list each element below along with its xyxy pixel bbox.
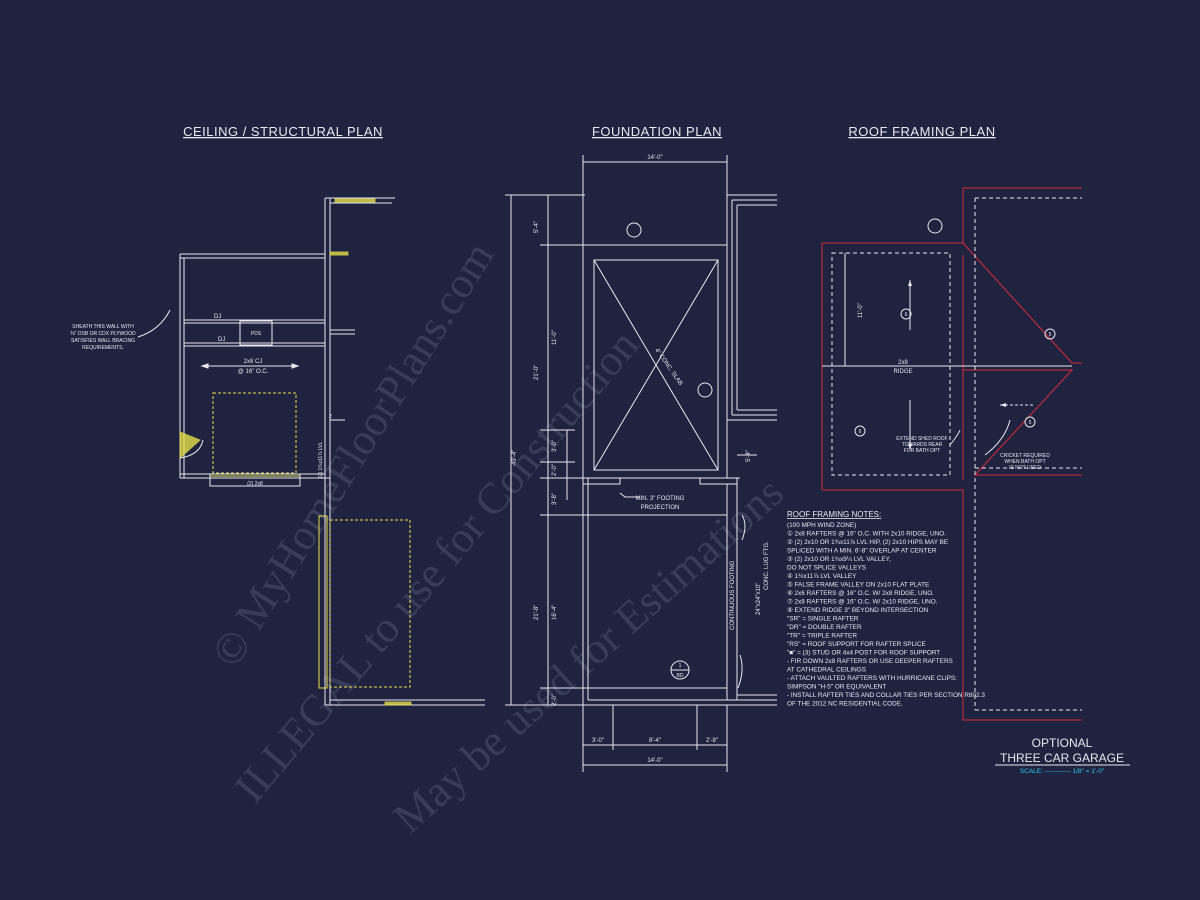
ridge-label-2: RIDGE — [893, 369, 912, 375]
roof-marker-5b: 5 — [1029, 420, 1032, 426]
dim-top: 14'-0" — [647, 155, 662, 161]
footing-note-2: PROJECTION — [641, 505, 680, 511]
roof-marker-6a: 6 — [905, 312, 908, 318]
roof-note-line: OF THE 2012 NC RESIDENTIAL CODE. — [787, 701, 903, 708]
roof-note-line: ① 2x8 RAFTERS @ 16" O.C. WITH 2x10 RIDGE… — [787, 531, 946, 538]
extend-note-1: EXTEND SHED ROOF — [896, 436, 947, 442]
joist-label-2: @ 16" O.C. — [238, 369, 269, 375]
conc-footing-label-1: 24"x24"x10" — [756, 583, 762, 615]
header-label: (2) 2x8 — [247, 481, 263, 487]
dim-left-3: 11'-0" — [552, 330, 558, 345]
dim-left-8: 16'-4" — [552, 605, 558, 620]
roof-note-line: AT CATHEDRAL CEILINGS — [787, 667, 866, 674]
footing-note-1: MIN. 3" FOOTING — [636, 496, 685, 502]
dim-left-5: 2'-0" — [552, 464, 558, 476]
roof-note-line: SPLICED WITH A MIN. 6'-8" OVERLAP AT CEN… — [787, 548, 937, 555]
roof-note-line: ⑤ FALSE FRAME VALLEY ON 2x10 FLAT PLATE — [787, 582, 929, 589]
dim-bottom-2: 8'-4" — [649, 738, 661, 744]
scale-label: SCALE: ------------ 1/8" = 1'-0" — [1020, 768, 1105, 775]
foundation-plan-title: FOUNDATION PLAN — [592, 124, 722, 139]
cricket-note-1: CRICKET REQUIRED — [1000, 453, 1050, 459]
roof-note-line: "■" = (3) STUD OR 4x4 POST FOR ROOF SUPP… — [787, 650, 940, 657]
dim-left-9: 2'-0" — [552, 694, 558, 706]
foundation-plan — [505, 155, 777, 772]
roof-note-line: ⑧ EXTEND RIDGE 3" BEYOND INTERSECTION — [787, 607, 929, 614]
cricket-note-3: IS NOT USED — [1009, 465, 1041, 471]
extend-note-2: TOWARDS REAR — [902, 442, 943, 448]
roof-note-line: - INSTALL RAFTER TIES AND COLLAR TIES PE… — [787, 692, 985, 699]
dim-left-4: 3'-0" — [552, 440, 558, 452]
continuous-footing-label: CONTINUOUS FOOTING — [730, 560, 736, 630]
roof-note-line: - FIR DOWN 2x8 RAFTERS OR USE DEEPER RAF… — [787, 658, 953, 665]
ceiling-plan-title: CEILING / STRUCTURAL PLAN — [183, 124, 383, 139]
roof-plan — [821, 187, 1082, 721]
dim-left-total: 49'-4" — [512, 450, 518, 465]
roof-note-line: "RS" = ROOF SUPPORT FOR RAFTER SPLICE — [787, 641, 926, 648]
title-block-line2: THREE CAR GARAGE — [1000, 751, 1124, 765]
pds-label: PDS — [251, 331, 262, 337]
title-block: OPTIONAL THREE CAR GARAGE SCALE: -------… — [995, 736, 1130, 775]
watermark: © MyHomeFloorPlans.com ILLEGAL to use fo… — [202, 233, 793, 842]
dim-left-2: 21'-0" — [534, 365, 540, 380]
roof-framing-notes: ROOF FRAMING NOTES: (100 MPH WIND ZONE) … — [787, 510, 985, 708]
dim-right: 5'-4" — [746, 450, 752, 462]
roof-dim-11: 11'-0" — [858, 303, 864, 318]
roof-note-line: "DR" = DOUBLE RAFTER — [787, 624, 862, 631]
ridge-label-1: 2x8 — [898, 360, 908, 366]
dj-label-bottom: DJ — [218, 337, 225, 343]
roof-note-line: "TR" = TRIPLE RAFTER — [787, 633, 857, 640]
roof-plan-labels: 2x8 RIDGE 11'-0" 6 6 5 5 EXTEND SHED ROO… — [858, 303, 1052, 471]
roof-note-line: (100 MPH WIND ZONE) — [787, 522, 856, 529]
cricket-note-2: WHEN BATH OPT — [1004, 459, 1045, 465]
marker-bd-label: BD — [677, 673, 684, 679]
dim-bottom-1: 3'-0" — [592, 738, 604, 744]
dim-left-6: 3'-8" — [552, 493, 558, 505]
dim-bottom-3: 2'-8" — [706, 738, 718, 744]
roof-note-line: DO NOT SPLICE VALLEYS — [787, 565, 866, 572]
roof-note-line: SIMPSON "H-5" OR EQUIVALENT — [787, 684, 886, 691]
sheath-note-1: SHEATH THIS WALL WITH — [72, 324, 134, 330]
marker-2: 2 — [329, 414, 332, 420]
roof-note-line: ⑦ 2x8 RAFTERS @ 16" O.C. W/ 2x10 RIDGE, … — [787, 599, 938, 606]
joist-label-1: 2x8 CJ — [244, 359, 263, 365]
roof-note-line: ② (2) 2x10 OR 1¾x11⅞ LVL HIP, (2) 2x10 H… — [787, 539, 948, 546]
extend-note-3: FOR BATH OPT — [904, 448, 941, 454]
roof-note-line: ③ (2) 2x10 OR 1¾x9¼ LVL VALLEY, — [787, 556, 891, 563]
roof-framing-plan-title: ROOF FRAMING PLAN — [848, 124, 995, 139]
roof-marker-5a: 5 — [1049, 332, 1052, 338]
sheath-note-2: ⅜" OSB OR CDX PLYWOOD — [70, 331, 136, 337]
title-block-line1: OPTIONAL — [1032, 736, 1093, 750]
sheath-note-4: REQUIREMENTS. — [82, 345, 124, 351]
sheath-note-3: SATISFIES WALL BRACING — [71, 338, 135, 344]
lvl-label: (2) 1¾x11⅞ LVL — [318, 442, 324, 478]
marker-1-label: 1 — [679, 663, 682, 669]
dim-left-1: 5'-4" — [534, 221, 540, 233]
roof-marker-6b: 6 — [859, 429, 862, 435]
ceiling-plan — [137, 197, 485, 706]
dj-label-top: DJ — [214, 314, 221, 320]
roof-note-line: - ATTACH VAULTED RAFTERS WITH HURRICANE … — [787, 675, 957, 682]
dim-bottom: 14'-0" — [647, 758, 662, 764]
dim-left-7: 21'-8" — [534, 605, 540, 620]
roof-note-line: "SR" = SINGLE RAFTER — [787, 616, 859, 623]
conc-footing-label-2: CONC. LUG FTG. — [764, 541, 770, 590]
watermark-line1: © MyHomeFloorPlans.com — [202, 233, 503, 675]
roof-note-line: ④ 1¾x11⅞ LVL VALLEY — [787, 573, 857, 580]
ceiling-plan-labels: SHEATH THIS WALL WITH ⅜" OSB OR CDX PLYW… — [70, 314, 332, 487]
roof-notes-heading: ROOF FRAMING NOTES: — [787, 510, 881, 519]
roof-note-line: ⑥ 2x6 RAFTERS @ 16" O.C. W/ 2x8 RIDGE, U… — [787, 590, 934, 597]
